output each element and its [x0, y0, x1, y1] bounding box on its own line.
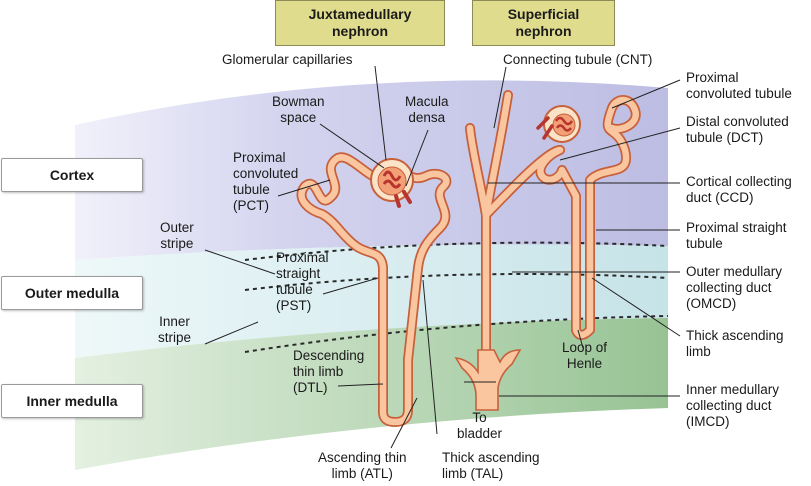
imcd-line2: collecting duct: [686, 398, 772, 413]
label-macula-densa: Macula densa: [405, 94, 449, 126]
imcd-line1: Inner medullary: [686, 382, 780, 397]
label-omcd: Outer medullary collecting duct (OMCD): [686, 264, 782, 312]
label-bowman-space: Bowman space: [272, 94, 325, 126]
pct-right-line1: Proximal: [686, 70, 739, 85]
header-juxtamedullary-line1: Juxtamedullary: [308, 6, 412, 22]
pct-left-line4: (PCT): [233, 198, 269, 213]
pct-right-line2: convoluted tubule: [686, 86, 792, 101]
label-pct-right: Proximal convoluted tubule: [686, 70, 792, 102]
label-to-bladder: To bladder: [457, 410, 502, 442]
collecting-duct-funnel: [454, 349, 522, 411]
pst-line3: tubule: [276, 282, 313, 297]
outer-medulla-band: [75, 244, 668, 358]
label-imcd: Inner medullary collecting duct (IMCD): [686, 382, 779, 430]
macula-line1: Macula: [405, 94, 449, 109]
tal-line1: Thick ascending: [442, 450, 540, 465]
loop-line1: Loop of: [562, 340, 608, 355]
label-pct-left: Proximal convoluted tubule (PCT): [233, 150, 298, 214]
outer-stripe-line2: stripe: [160, 236, 194, 251]
pst-line1: Proximal: [276, 250, 329, 265]
label-loop-of-henle: Loop of Henle: [562, 340, 607, 372]
superficial-glomerulus: [536, 105, 581, 143]
header-juxtamedullary: Juxtamedullary nephron: [275, 0, 445, 46]
pct-left-line3: tubule: [233, 182, 270, 197]
pst-right-line1: Proximal straight: [686, 220, 787, 235]
pct-left-line1: Proximal: [233, 150, 286, 165]
loop-line2: Henle: [566, 356, 603, 371]
bowman-line1: Bowman: [272, 94, 325, 109]
outer-stripe-line1: Outer: [160, 220, 194, 235]
omcd-line2: collecting duct: [686, 280, 772, 295]
dct-line2: tubule (DCT): [686, 130, 764, 145]
dtl-line2: thin limb: [293, 364, 344, 379]
header-juxtamedullary-line2: nephron: [332, 23, 388, 39]
label-pst: Proximal straight tubule (PST): [276, 250, 329, 314]
label-ccd: Cortical collecting duct (CCD): [686, 174, 792, 206]
region-outer-medulla: Outer medulla: [1, 276, 143, 310]
inner-medulla-band: [75, 318, 668, 470]
label-tal: Thick ascending limb (TAL): [442, 450, 540, 482]
tal-line2: limb (TAL): [442, 466, 504, 481]
region-cortex: Cortex: [1, 158, 143, 192]
to-bladder-line1: To: [472, 410, 487, 425]
dtl-line3: (DTL): [293, 380, 328, 395]
tal-right-line1: Thick ascending: [686, 328, 784, 343]
label-thick-ascending-right: Thick ascending limb: [686, 328, 784, 360]
label-cnt: Connecting tubule (CNT): [503, 52, 653, 67]
imcd-line3: (IMCD): [686, 414, 730, 429]
label-dct: Distal convoluted tubule (DCT): [686, 114, 789, 146]
label-glomerular-capillaries: Glomerular capillaries: [222, 52, 353, 67]
pst-line2: straight: [276, 266, 321, 281]
label-inner-stripe: Inner stripe: [158, 314, 191, 346]
leader-lines: [204, 65, 681, 449]
label-outer-stripe: Outer stripe: [160, 220, 194, 252]
macula-line2: densa: [408, 110, 446, 125]
juxtamedullary-glomerulus: [370, 158, 414, 208]
omcd-line3: (OMCD): [686, 296, 737, 311]
label-atl: Ascending thin limb (ATL): [318, 450, 407, 482]
bowman-line2: space: [280, 110, 317, 125]
omcd-line1: Outer medullary: [686, 264, 783, 279]
atl-line1: Ascending thin: [318, 450, 407, 465]
inner-stripe-line2: stripe: [158, 330, 192, 345]
to-bladder-line2: bladder: [457, 426, 503, 441]
pst-line4: (PST): [276, 298, 312, 313]
inner-stripe-line1: Inner: [159, 314, 190, 329]
label-dtl: Descending thin limb (DTL): [293, 348, 364, 396]
region-inner-medulla: Inner medulla: [1, 384, 143, 418]
pst-right-line2: tubule: [686, 236, 723, 251]
ccd-line1: Cortical collecting: [686, 174, 792, 189]
tubules: [296, 90, 641, 427]
dtl-line1: Descending: [293, 348, 365, 363]
label-proximal-straight-right: Proximal straight tubule: [686, 220, 787, 252]
header-superficial-line1: Superficial: [507, 6, 580, 22]
dct-line1: Distal convoluted: [686, 114, 789, 129]
header-superficial: Superficial nephron: [472, 0, 615, 46]
stripe-boundaries: [244, 241, 669, 353]
header-superficial-line2: nephron: [515, 23, 572, 39]
ccd-line2: duct (CCD): [686, 190, 754, 205]
pct-left-line2: convoluted: [233, 166, 299, 181]
tal-right-line2: limb: [686, 344, 711, 359]
atl-line2: limb (ATL): [331, 466, 393, 481]
